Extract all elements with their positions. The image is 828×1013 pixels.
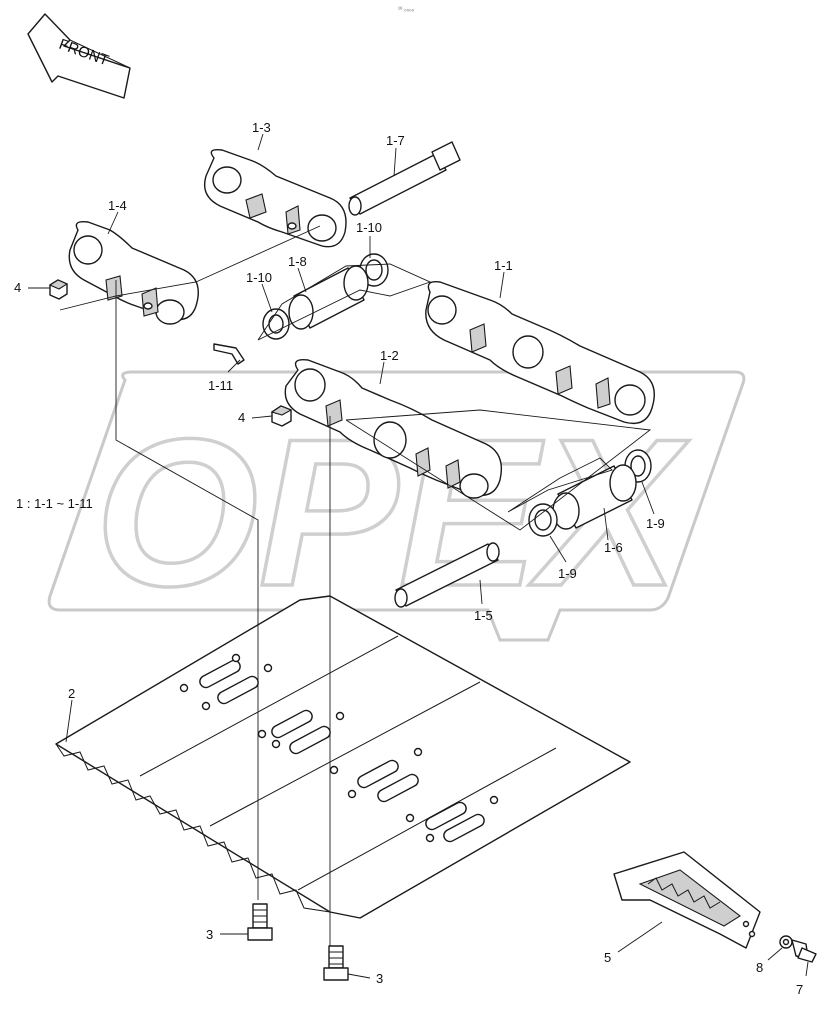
callout-4-middle: 4: [238, 410, 245, 425]
callout-5: 5: [604, 950, 611, 965]
washer-8: [779, 935, 793, 949]
clip-1-11: [213, 343, 245, 365]
callout-4-upper: 4: [14, 280, 21, 295]
nut-4-middle: [270, 405, 293, 427]
callout-1-11: 1-11: [208, 378, 233, 393]
front-direction-arrow: FRONT: [27, 13, 131, 99]
step-5: [613, 851, 761, 949]
bolt-7: [791, 939, 817, 963]
callout-1-10-upper: 1-10: [356, 220, 382, 235]
callout-1-2: 1-2: [380, 348, 399, 363]
track-shoe-plate-2: [55, 595, 631, 919]
header-mark: ¹⁶ ₀₀₀₀: [398, 6, 415, 13]
callout-8: 8: [756, 960, 763, 975]
callout-labels: 1-3 1-7 1-4 1-10 1-10 1-8 1-1 4 1-11 1-2…: [14, 120, 803, 997]
callout-1-9-right: 1-9: [646, 516, 665, 531]
scope-note: 1 : 1-1 ~ 1-11: [16, 496, 93, 511]
callout-3-right: 3: [376, 971, 383, 986]
callout-3-left: 3: [206, 927, 213, 942]
bolt-3-right: [323, 945, 349, 981]
seal-1-9-left: [528, 503, 558, 537]
link-1-4: [68, 220, 199, 325]
callout-1-5: 1-5: [474, 608, 493, 623]
bolt-3-left: [247, 903, 273, 941]
link-1-3: [203, 148, 347, 248]
pin-1-5: [394, 542, 500, 608]
callout-2: 2: [68, 686, 75, 701]
callout-1-6: 1-6: [604, 540, 623, 555]
callout-1-8: 1-8: [288, 254, 307, 269]
callout-1-7: 1-7: [386, 133, 405, 148]
leader-lines: [28, 133, 809, 979]
pin-1-7: [348, 141, 461, 216]
callout-1-1: 1-1: [494, 258, 513, 273]
callout-1-10-lower: 1-10: [246, 270, 272, 285]
seal-1-10-lower: [262, 308, 290, 340]
callout-1-3: 1-3: [252, 120, 271, 135]
link-1-1: [425, 281, 655, 425]
callout-1-9-left: 1-9: [558, 566, 577, 581]
bushing-1-6: [552, 464, 637, 530]
callout-7: 7: [796, 982, 803, 997]
nut-4-upper: [48, 279, 69, 300]
callout-1-4: 1-4: [108, 198, 127, 213]
